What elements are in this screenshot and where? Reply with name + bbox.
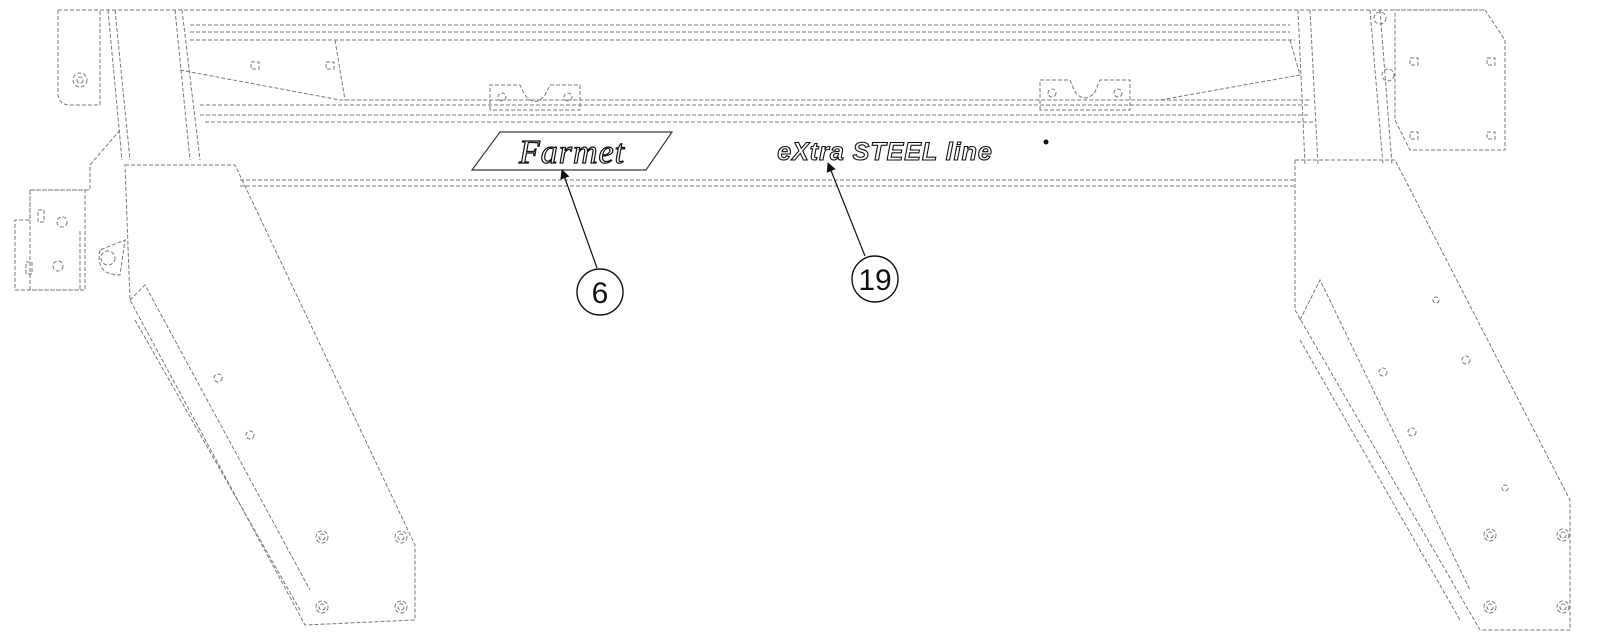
steel-line-decal: eXtra STEEL line (777, 137, 1049, 167)
callout-19-number: 19 (858, 264, 891, 297)
callout-6-number: 6 (592, 277, 609, 310)
callout-6-balloon (576, 268, 624, 316)
steel-line-text: eXtra STEEL line (777, 138, 993, 166)
callout-6-leader (560, 169, 598, 269)
farmet-logo-text: Farmet (518, 134, 626, 171)
callout-6: 6 (560, 169, 624, 316)
callout-19-leader (826, 162, 866, 257)
top-frame-beam (58, 9, 1485, 187)
callout-19: 19 (826, 162, 899, 303)
right-side-frame (1294, 9, 1571, 631)
farmet-logo-decal: Farmet (470, 131, 674, 172)
beam-bracket-left (489, 84, 581, 111)
left-side-frame (14, 9, 416, 626)
callout-19-balloon (851, 255, 899, 303)
beam-bracket-right (1039, 79, 1131, 111)
